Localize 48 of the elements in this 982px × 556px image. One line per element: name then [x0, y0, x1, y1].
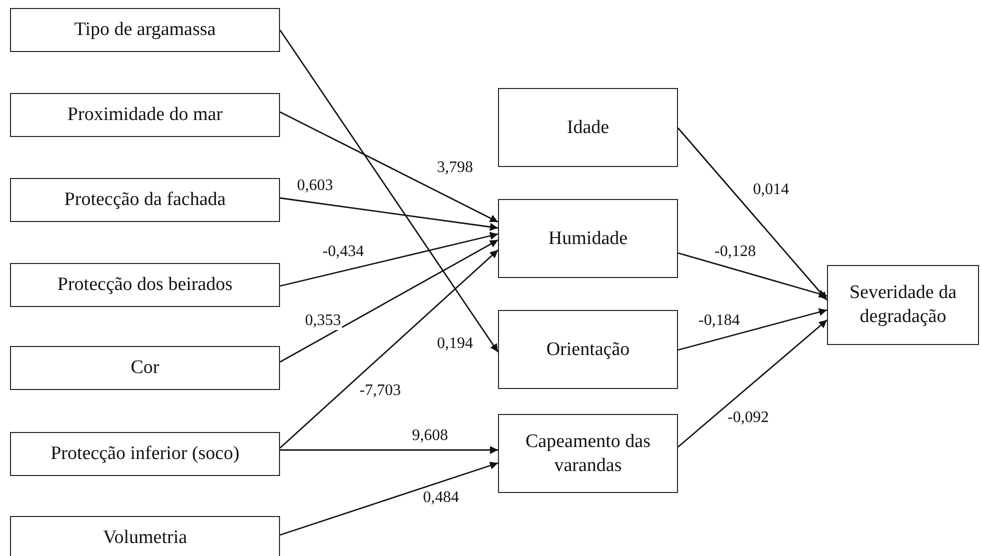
variable-box [10, 93, 280, 137]
variable-box [498, 310, 678, 389]
variable-name: Humidade [548, 226, 628, 250]
variable-box [498, 199, 678, 278]
edge-label: -0,184 [698, 312, 741, 330]
variable-box [10, 263, 280, 307]
edge-label: 3,798 [436, 159, 474, 177]
edge-label: -0,128 [714, 243, 757, 261]
variable-name: Protecção inferior (soco) [50, 442, 240, 466]
edge-label: 0,484 [422, 489, 460, 507]
edge-label: 0,353 [304, 312, 342, 330]
edge-label: 9,608 [411, 427, 449, 445]
variable-name: Protecção dos beirados [57, 273, 233, 297]
arrow [280, 232, 498, 287]
variable-name: Tipo de argamassa [74, 18, 216, 42]
arrow [280, 446, 498, 454]
variable-name: Volumetria [102, 526, 188, 550]
variable-name: Protecção da fachada [64, 188, 226, 212]
variable-name: Idade [566, 116, 610, 140]
variable-box [498, 88, 678, 167]
arrow [678, 319, 828, 448]
variable-box [10, 346, 280, 390]
arrow [280, 239, 498, 363]
arrow [280, 111, 498, 223]
variable-name: Proximidade do mar [67, 103, 223, 127]
edge-label: -0,434 [322, 243, 365, 261]
edge-label: 0,194 [436, 335, 474, 353]
arrow [677, 128, 828, 300]
edge-label: -0,092 [726, 409, 770, 427]
arrow [280, 462, 498, 536]
variable-box [10, 178, 280, 222]
arrow [279, 30, 499, 352]
arrow [280, 197, 498, 231]
arrow [678, 252, 828, 298]
arrow [280, 249, 498, 449]
edge-label: 0,603 [296, 177, 334, 195]
edge-label: -7,703 [358, 382, 402, 400]
variable-box [10, 8, 280, 52]
variable-box [10, 432, 280, 476]
variable-box [827, 265, 979, 345]
arrow [678, 308, 828, 351]
variable-name: Capeamento das varandas [524, 430, 652, 478]
edge-label: 0,014 [752, 181, 790, 199]
variable-name: Severidade da degradação [848, 281, 958, 329]
variable-name: Orientação [546, 338, 630, 362]
variable-name: Cor [130, 356, 160, 380]
variable-box [498, 414, 678, 493]
variable-box [10, 516, 280, 556]
